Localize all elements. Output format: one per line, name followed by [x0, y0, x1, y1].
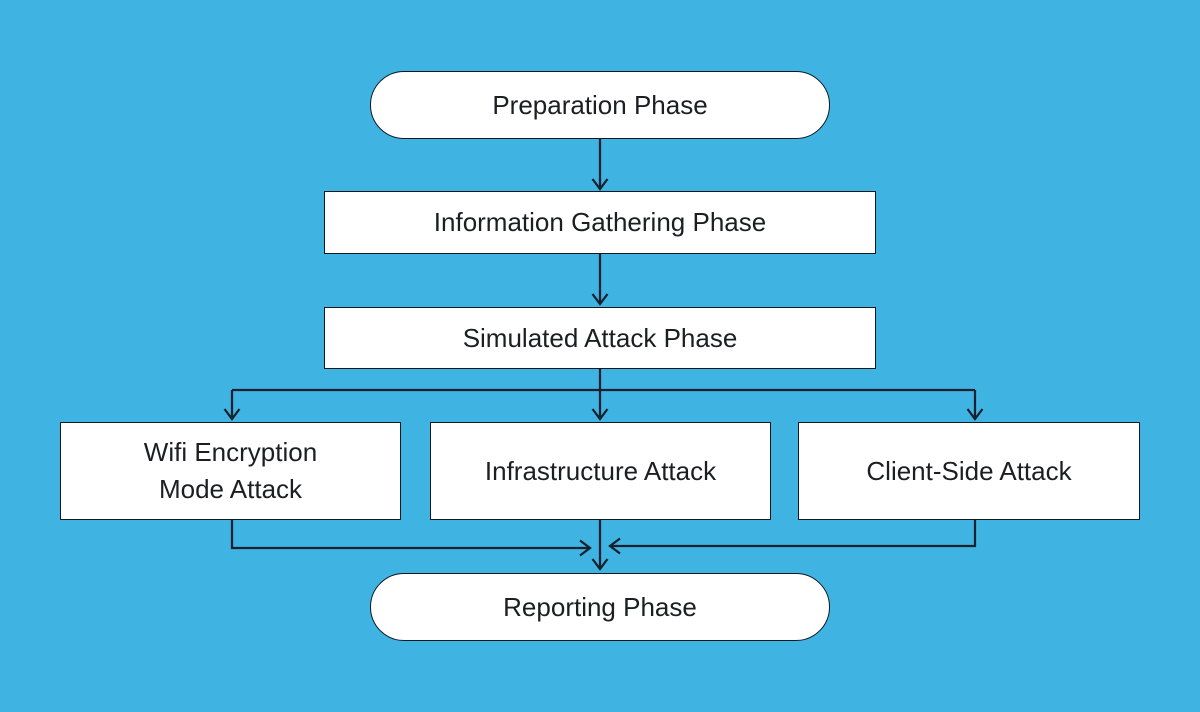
node-label-line2: Mode Attack: [158, 474, 303, 504]
node-label: Infrastructure Attack: [484, 455, 717, 486]
node-preparation-phase[interactable]: Preparation Phase: [370, 71, 830, 139]
node-label: Reporting Phase: [503, 591, 697, 622]
arrowhead-down-icon: [591, 558, 609, 571]
node-label: Client-Side Attack: [866, 455, 1072, 486]
arrowhead-down-icon: [966, 408, 984, 421]
node-client-side-attack[interactable]: Client-Side Attack: [798, 422, 1140, 520]
node-information-gathering-phase[interactable]: Information Gathering Phase: [324, 191, 876, 254]
arrowhead-down-icon: [591, 293, 609, 306]
arrowhead-left-icon: [608, 537, 621, 555]
edge-clientside-to-reporting: [611, 520, 977, 548]
node-simulated-attack-phase[interactable]: Simulated Attack Phase: [324, 307, 876, 369]
node-label: Simulated Attack Phase: [462, 322, 738, 353]
node-infrastructure-attack[interactable]: Infrastructure Attack: [430, 422, 771, 520]
arrowhead-down-icon: [223, 408, 241, 421]
edge-wifi-to-reporting: [230, 520, 589, 550]
node-wifi-encryption-mode-attack[interactable]: Wifi Encryption Mode Attack: [60, 422, 401, 520]
node-label: Information Gathering Phase: [433, 207, 767, 238]
arrowhead-right-icon: [579, 539, 592, 557]
node-label: Preparation Phase: [492, 89, 708, 120]
arrowhead-down-icon: [591, 408, 609, 421]
arrowhead-down-icon: [591, 178, 609, 191]
node-reporting-phase[interactable]: Reporting Phase: [370, 573, 830, 641]
node-label-line1: Wifi Encryption: [143, 437, 318, 468]
